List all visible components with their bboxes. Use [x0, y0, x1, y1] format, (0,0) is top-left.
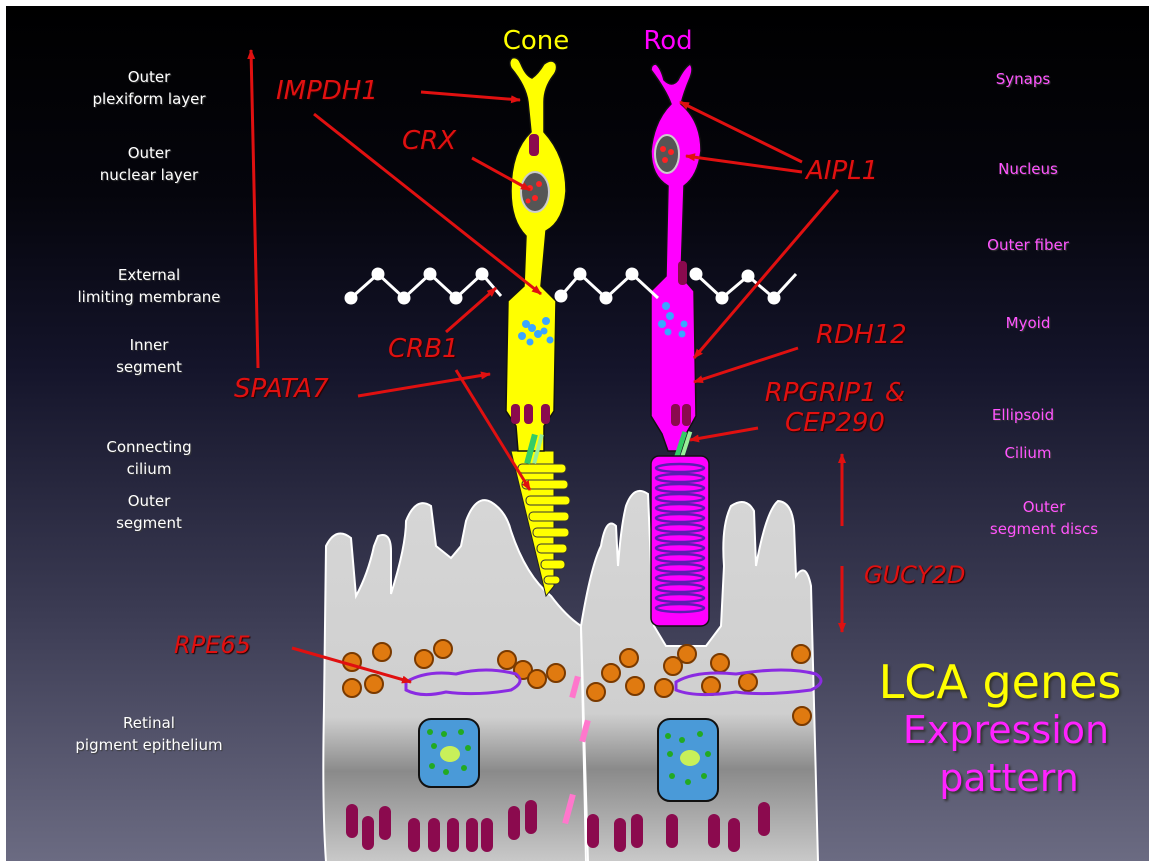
pattern-subtitle: pattern: [939, 756, 1079, 800]
label-external-limiting-membrane: External limiting membrane: [77, 264, 220, 308]
rdh12-arrow: [694, 348, 798, 382]
gene-crb1: CRB1: [388, 334, 459, 364]
label-inner-segment: Inner segment: [116, 334, 182, 378]
rpe-nucleus-left: [419, 719, 479, 787]
gene-aipl1: AIPL1: [806, 156, 878, 186]
gene-impdh1: IMPDH1: [276, 76, 378, 106]
label-synaps: Synaps: [996, 68, 1050, 90]
label-cilium: Cilium: [1004, 442, 1051, 464]
gene-crx: CRX: [402, 126, 456, 156]
lca-genes-title: LCA genes: [879, 656, 1122, 708]
gene-rdh12: RDH12: [816, 320, 907, 350]
slide: Cone Rod Outer plexiform layer Outer nuc…: [6, 6, 1149, 861]
gene-gucy2d: GUCY2D: [864, 560, 965, 590]
label-outer-plexiform: Outer plexiform layer: [92, 66, 205, 110]
impdh1-arrow-synaps: [421, 92, 520, 100]
spata7-vertical-arrow: [251, 50, 258, 368]
gene-rpe65: RPE65: [174, 630, 251, 660]
label-outer-nuclear: Outer nuclear layer: [100, 142, 198, 186]
label-ellipsoid: Ellipsoid: [992, 404, 1054, 426]
label-nucleus: Nucleus: [998, 158, 1058, 180]
label-rpe: Retinal pigment epithelium: [75, 712, 222, 756]
label-outer-fiber: Outer fiber: [987, 234, 1069, 256]
label-myoid: Myoid: [1006, 312, 1051, 334]
label-outer-segment: Outer segment: [116, 490, 182, 534]
label-connecting-cilium: Connecting cilium: [106, 436, 191, 480]
cone-title: Cone: [503, 26, 570, 56]
external-limiting-membrane: [346, 269, 796, 303]
gene-rpgrip1-cep290: RPGRIP1 & CEP290: [765, 378, 905, 438]
rod-title: Rod: [643, 26, 692, 56]
rpgrip1-arrow: [690, 428, 758, 440]
rpe-nucleus-right: [658, 719, 718, 801]
label-outer-segment-discs: Outer segment discs: [990, 496, 1098, 540]
aipl1-arrow-nucleus: [686, 156, 802, 172]
cone-cell: [506, 58, 566, 465]
gene-spata7: SPATA7: [234, 374, 329, 404]
expression-subtitle: Expression: [903, 708, 1109, 752]
rod-cell: [651, 64, 709, 626]
